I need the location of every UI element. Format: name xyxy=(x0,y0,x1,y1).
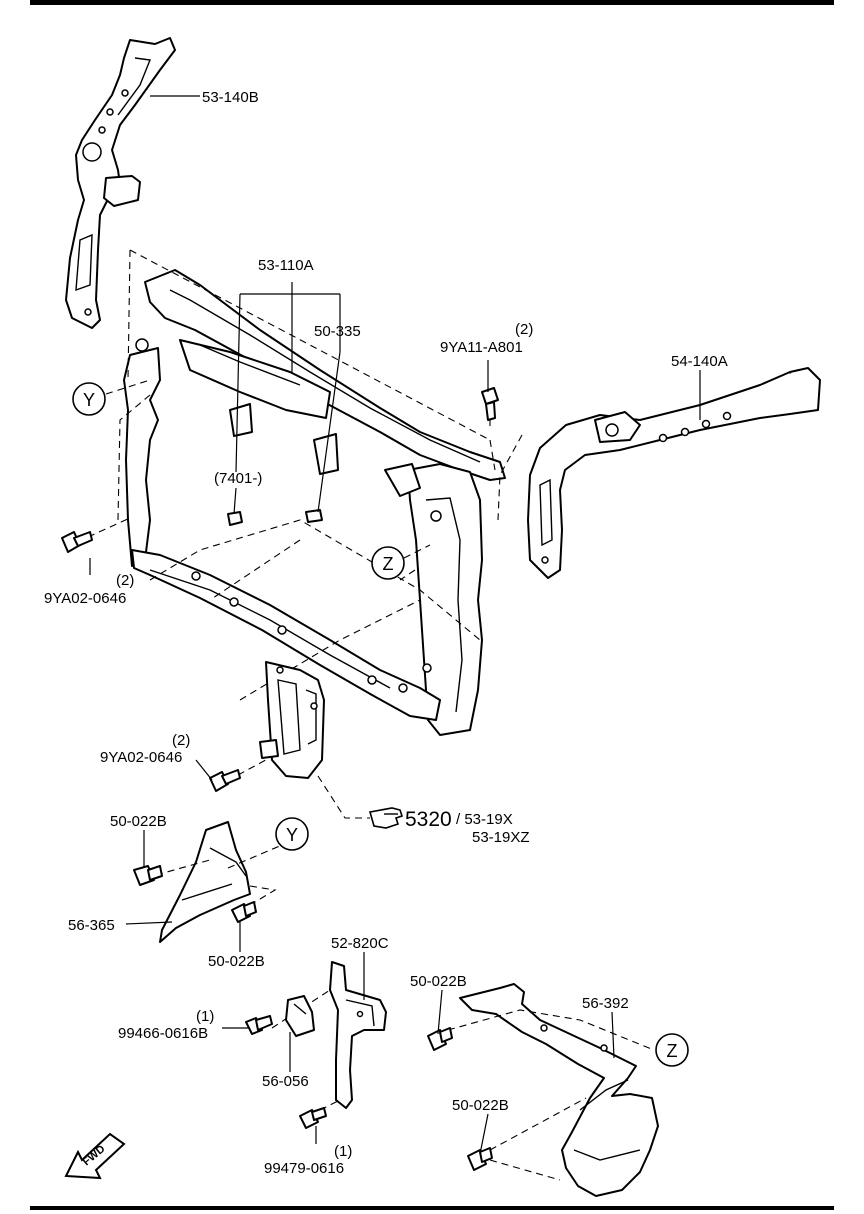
label-56-056: 56-056 xyxy=(262,1073,309,1090)
bolt-99479-0616[interactable] xyxy=(299,1107,327,1129)
clip-50-335[interactable] xyxy=(305,509,323,523)
dash-56-392-mid xyxy=(489,1097,587,1151)
dash-y-left xyxy=(117,394,151,521)
callout-z-top: Z xyxy=(371,546,405,580)
dash-5320 xyxy=(317,775,370,819)
fwd-arrow-icon: FWD xyxy=(64,1132,126,1180)
bolt-9ya11-a801[interactable] xyxy=(481,387,499,421)
part-53-110a[interactable] xyxy=(123,269,506,736)
label-9ya11-qty: (2) xyxy=(515,321,533,338)
label-9ya02-mid-qty: (2) xyxy=(172,732,190,749)
label-54-140a: 54-140A xyxy=(671,353,728,370)
dash-y-56-365 xyxy=(227,844,283,869)
dash-bolt-9ya02-top xyxy=(87,517,131,538)
label-9ya02-top-qty: (2) xyxy=(116,572,134,589)
label-50-335: 50-335 xyxy=(314,323,361,340)
svg-text:Y: Y xyxy=(286,825,298,845)
callout-y-top: Y xyxy=(72,382,106,416)
clip-50-022b-d[interactable] xyxy=(467,1147,493,1171)
dash-frame-left xyxy=(127,249,131,381)
part-56-365[interactable] xyxy=(159,821,251,943)
bolt-9ya02-0646-top[interactable] xyxy=(61,531,93,553)
label-9ya02-top: 9YA02-0646 xyxy=(44,590,126,607)
part-56-056[interactable] xyxy=(285,995,315,1037)
label-9ya02-mid: 9YA02-0646 xyxy=(100,749,182,766)
dash-56-392-bottom xyxy=(489,1159,561,1181)
dash-frame-top xyxy=(129,249,491,441)
dash-lower-panel xyxy=(149,519,481,641)
label-99479-0616: 99479-0616 xyxy=(264,1160,344,1177)
leader-lines xyxy=(89,95,701,1155)
label-52-820c: 52-820C xyxy=(331,935,389,952)
label-56-365: 56-365 xyxy=(68,917,115,934)
label-99466-qty: (1) xyxy=(196,1008,214,1025)
bolt-99466-0616b[interactable] xyxy=(245,1015,273,1035)
label-99466-0616b: 99466-0616B xyxy=(118,1025,208,1042)
part-54-140a[interactable] xyxy=(527,367,821,579)
label-50-022b-d: 50-022B xyxy=(452,1097,509,1114)
bolt-9ya02-0646-mid[interactable] xyxy=(209,769,241,792)
dash-frame-right-top xyxy=(489,439,496,471)
label-99479-qty: (1) xyxy=(334,1143,352,1160)
dash-lower-panel-3 xyxy=(209,539,301,601)
part-53-140b[interactable] xyxy=(65,37,176,329)
dash-54-140a xyxy=(497,434,523,521)
dash-z-link xyxy=(399,569,416,581)
bottom-border xyxy=(30,1206,834,1210)
label-56-392: 56-392 xyxy=(582,995,629,1012)
dash-z-top xyxy=(403,544,431,559)
label-7401: (7401-) xyxy=(214,470,262,487)
svg-text:Y: Y xyxy=(83,390,95,410)
callout-z-bottom: Z xyxy=(655,1033,689,1067)
part-52-820c[interactable] xyxy=(329,961,387,1109)
svg-text:Z: Z xyxy=(667,1041,678,1061)
label-53-19x: / 53-19X xyxy=(456,811,513,828)
clip-50-022b-b[interactable] xyxy=(231,901,257,923)
label-50-022b-b: 50-022B xyxy=(208,953,265,970)
dash-56-365-right xyxy=(249,885,277,906)
dash-56-392-top xyxy=(447,1009,655,1051)
dash-y-top xyxy=(105,379,151,395)
callout-y-mid: Y xyxy=(275,817,309,851)
label-50-022b-a: 50-022B xyxy=(110,813,167,830)
label-53-140b: 53-140B xyxy=(202,89,259,106)
part-5320-bracket[interactable] xyxy=(259,661,325,779)
label-5320: 5320 xyxy=(405,808,452,831)
label-50-022b-c: 50-022B xyxy=(410,973,467,990)
svg-text:Z: Z xyxy=(383,554,394,574)
clip-7401[interactable] xyxy=(227,511,243,526)
top-border xyxy=(30,0,834,5)
label-53-19xz: 53-19XZ xyxy=(472,829,530,846)
dash-bolt-50-022b-a xyxy=(155,859,211,876)
clip-50-022b-c[interactable] xyxy=(427,1027,453,1051)
label-53-110a: 53-110A xyxy=(258,257,314,274)
part-56-392[interactable] xyxy=(459,983,659,1197)
clip-50-022b-a[interactable] xyxy=(133,865,163,886)
pointing-hand-icon xyxy=(368,807,404,829)
label-9ya11-a801: 9YA11-A801 xyxy=(440,339,523,356)
